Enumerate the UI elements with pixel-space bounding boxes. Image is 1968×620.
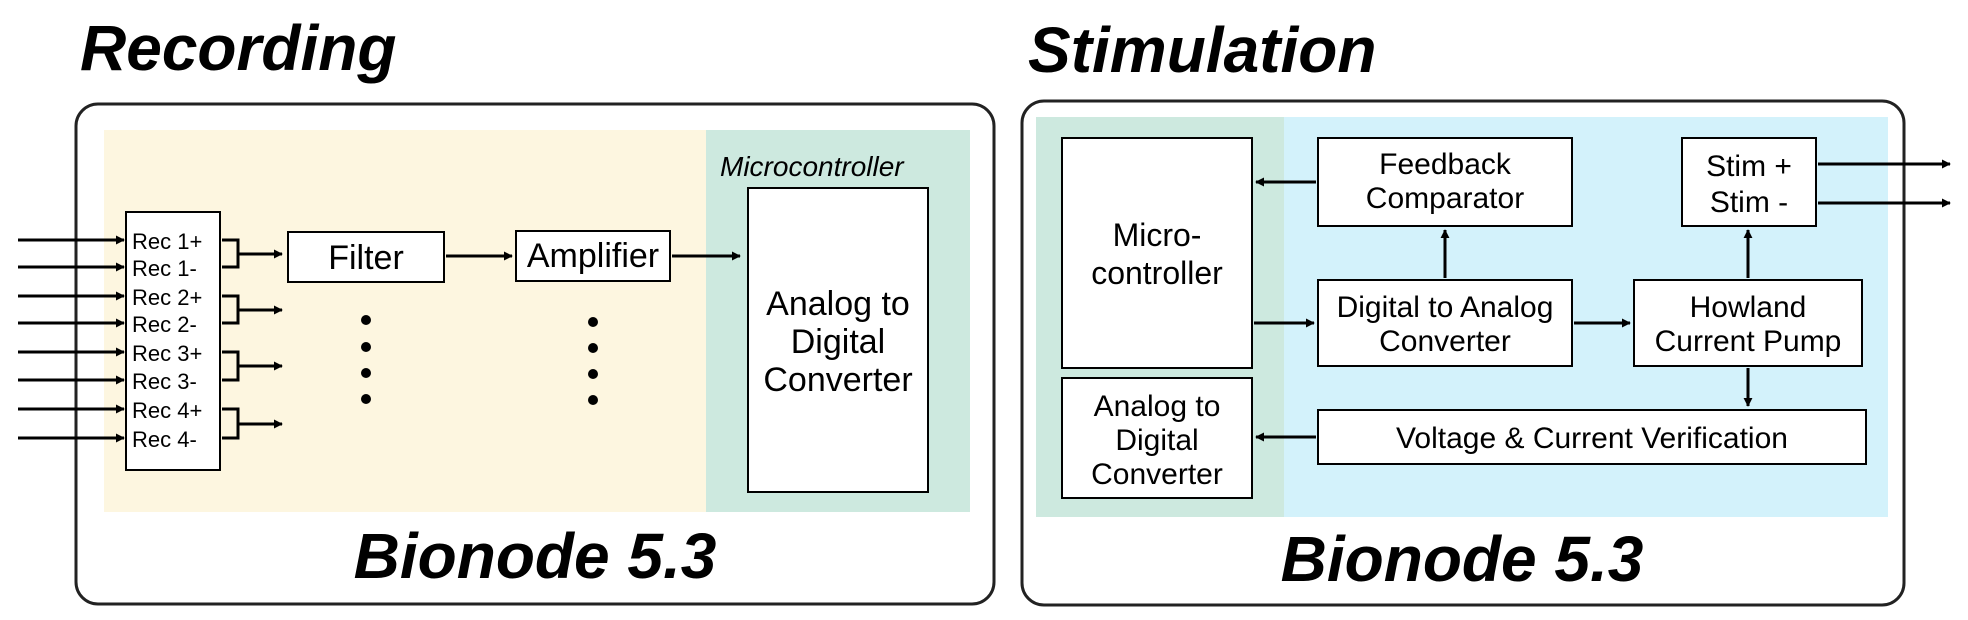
channel-label-rec-1-minus: Rec 1- — [132, 256, 197, 281]
filter-label: Filter — [328, 239, 404, 277]
svg-text:Micro-: Micro- — [1113, 217, 1202, 253]
bracket-pair-3 — [222, 350, 282, 382]
stimulation-microcontroller-box — [1061, 137, 1253, 369]
recording-adc-box — [747, 187, 929, 493]
recording-input-arrows — [18, 235, 125, 443]
stim-outputs-box — [1681, 137, 1817, 227]
recording-title: Recording — [80, 12, 396, 84]
amplifier-continuation-dots — [588, 317, 598, 405]
stimulation-arrows — [1254, 159, 1951, 442]
channel-label-rec-3-plus: Rec 3+ — [132, 341, 202, 366]
svg-text:Converter: Converter — [1091, 458, 1223, 491]
voltage-current-verification-box — [1317, 409, 1867, 465]
svg-text:Digital: Digital — [791, 323, 885, 361]
svg-text:Feedback: Feedback — [1379, 148, 1512, 181]
stim-plus-label: Stim + — [1706, 150, 1792, 183]
howland-current-pump-label: Howland Current Pump — [1655, 291, 1842, 358]
recording-adc-label: Analog to Digital Converter — [763, 285, 912, 399]
filter-box — [287, 231, 445, 283]
amplifier-label: Amplifier — [527, 237, 659, 275]
stimulation-device-label: Bionode 5.3 — [1281, 523, 1644, 595]
channel-label-rec-2-minus: Rec 2- — [132, 312, 197, 337]
electrode-channel-box — [125, 211, 221, 471]
feedback-comparator-box — [1317, 137, 1573, 227]
howland-current-pump-box — [1633, 279, 1863, 367]
channel-label-rec-3-minus: Rec 3- — [132, 369, 197, 394]
stimulation-adc-label: Analog to Digital Converter — [1091, 390, 1223, 491]
svg-text:Converter: Converter — [763, 361, 912, 399]
bracket-pair-1 — [222, 238, 282, 269]
bracket-pair-4 — [222, 407, 282, 440]
svg-text:Converter: Converter — [1379, 325, 1511, 358]
channel-label-rec-2-plus: Rec 2+ — [132, 285, 202, 310]
channel-label-rec-1-plus: Rec 1+ — [132, 229, 202, 254]
bracket-pair-2 — [222, 294, 282, 325]
stimulation-adc-box — [1061, 377, 1253, 499]
svg-text:Comparator: Comparator — [1366, 182, 1524, 215]
svg-text:controller: controller — [1091, 255, 1223, 291]
channel-pair-brackets — [222, 238, 282, 440]
stim-outputs-label: Stim + Stim - — [1706, 150, 1792, 219]
svg-text:Howland: Howland — [1690, 291, 1807, 324]
svg-text:Digital to Analog: Digital to Analog — [1337, 291, 1554, 324]
stimulation-microcontroller-label: Micro- controller — [1091, 217, 1223, 291]
voltage-current-verification-label: Voltage & Current Verification — [1396, 422, 1788, 455]
dac-box — [1317, 279, 1573, 367]
dac-label: Digital to Analog Converter — [1337, 291, 1554, 358]
svg-text:Analog to: Analog to — [1094, 390, 1221, 423]
stim-minus-label: Stim - — [1710, 186, 1788, 219]
filter-continuation-dots — [361, 315, 371, 404]
svg-text:Analog to: Analog to — [766, 285, 910, 323]
channel-label-rec-4-minus: Rec 4- — [132, 427, 197, 452]
feedback-comparator-label: Feedback Comparator — [1366, 148, 1524, 215]
microcontroller-region-label: Microcontroller — [720, 151, 905, 182]
channel-labels: Rec 1+ Rec 1- Rec 2+ Rec 2- Rec 3+ Rec 3… — [132, 229, 202, 452]
svg-text:Current Pump: Current Pump — [1655, 325, 1842, 358]
stimulation-title: Stimulation — [1028, 14, 1376, 86]
channel-label-rec-4-plus: Rec 4+ — [132, 398, 202, 423]
recording-device-label: Bionode 5.3 — [354, 520, 717, 592]
amplifier-box — [515, 230, 671, 282]
svg-text:Digital: Digital — [1115, 424, 1198, 457]
